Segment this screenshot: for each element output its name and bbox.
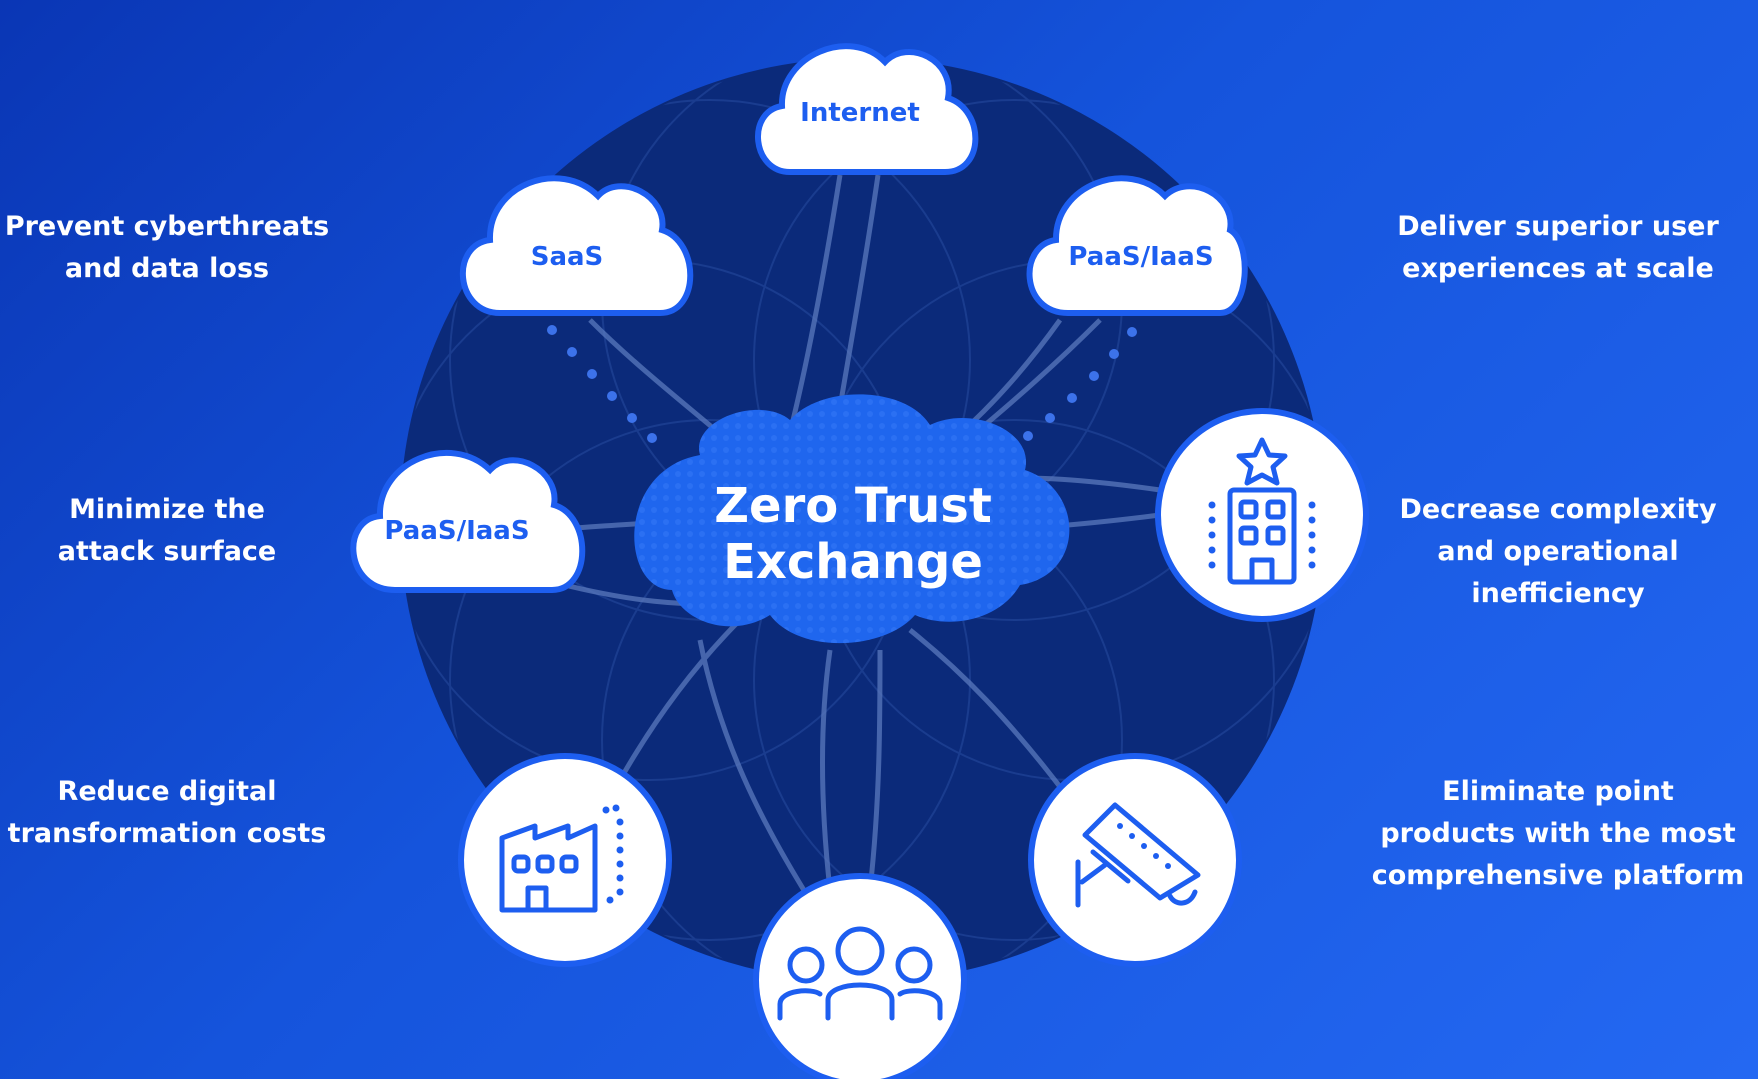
- paas-iaas-cloud-left-shape: [350, 450, 586, 593]
- saas-cloud-shape: [459, 175, 694, 316]
- paas-iaas-cloud-left-label: PaaS/IaaS: [384, 516, 530, 546]
- users-node: [753, 873, 967, 1079]
- benefit-line: Deliver superior user: [1397, 211, 1719, 242]
- benefit-line: and operational: [1437, 536, 1679, 567]
- paas-iaas-cloud-right-label: PaaS/IaaS: [1068, 242, 1214, 272]
- security-camera-icon: [1075, 802, 1201, 908]
- hub-title-line-2: Exchange: [723, 534, 983, 590]
- benefit-line: Decrease complexity: [1399, 494, 1717, 525]
- paas-iaas-cloud-right-shape: [1026, 175, 1248, 316]
- benefit-superior-user-experience: Deliver superior user experiences at sca…: [1382, 206, 1734, 290]
- security-camera-node: [1028, 753, 1242, 967]
- factory-icon: [499, 823, 598, 913]
- benefit-minimize-attack-surface: Minimize the attack surface: [0, 489, 334, 573]
- benefit-prevent-cyberthreats: Prevent cyberthreats and data loss: [0, 206, 334, 290]
- benefit-line: experiences at scale: [1402, 253, 1714, 284]
- benefit-line: Minimize the: [69, 494, 265, 525]
- benefit-line: and data loss: [64, 253, 270, 284]
- internet-cloud-label: Internet: [800, 98, 920, 128]
- benefit-eliminate-point-products: Eliminate point products with the most c…: [1370, 771, 1746, 897]
- benefit-line: Eliminate point: [1442, 776, 1674, 807]
- hub-title-line-1: Zero Trust: [714, 478, 992, 534]
- factory-node: [458, 753, 672, 967]
- office-building-node: [1155, 408, 1369, 622]
- zero-trust-hub: [634, 394, 1070, 644]
- office-building-icon: [1227, 437, 1297, 585]
- dotted-arcs: [547, 325, 1137, 443]
- users-group-icon: [777, 926, 943, 1021]
- saas-cloud-label: SaaS: [530, 242, 604, 272]
- benefit-reduce-costs: Reduce digital transformation costs: [0, 771, 334, 855]
- benefit-line: inefficiency: [1471, 578, 1645, 609]
- benefit-line: transformation costs: [7, 818, 327, 849]
- benefit-line: products with the most: [1380, 818, 1736, 849]
- benefit-line: Prevent cyberthreats: [4, 211, 330, 242]
- hub-title: Zero Trust Exchange: [714, 478, 992, 590]
- benefit-line: attack surface: [57, 536, 277, 567]
- internet-cloud-shape: [755, 43, 979, 175]
- benefit-line: comprehensive platform: [1371, 860, 1745, 891]
- benefit-line: Reduce digital: [57, 776, 277, 807]
- benefit-decrease-complexity: Decrease complexity and operational inef…: [1382, 489, 1734, 615]
